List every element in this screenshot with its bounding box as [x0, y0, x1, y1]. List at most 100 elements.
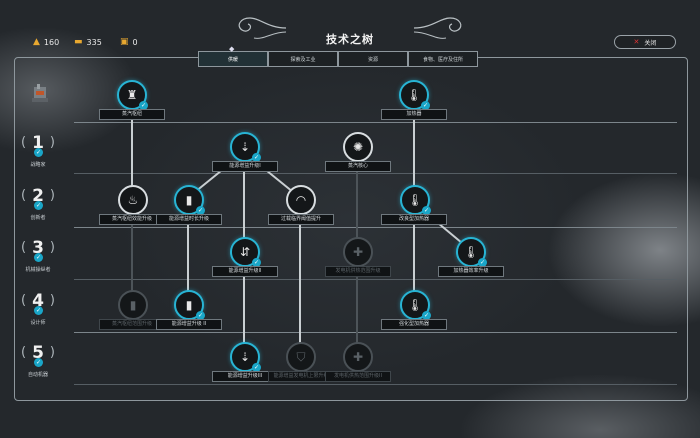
check-icon: ✓	[422, 206, 431, 215]
tech-label: 加热器	[381, 109, 447, 120]
thermometer-icon: 🌡	[406, 88, 422, 102]
tech-label: 发电机供热范围升级II	[325, 371, 391, 382]
tier-name: 自动机器	[27, 372, 48, 378]
tab-label: 资源	[367, 56, 378, 63]
tech-node-overload-threshold[interactable]: ◠	[286, 185, 316, 215]
tech-node-reinforced-heater[interactable]: 🌡 ✓	[400, 290, 431, 320]
tier-3: ( 3 ) ✓ 机械操纵者	[20, 238, 56, 273]
tech-label: 加热器效率升级	[438, 266, 504, 277]
title-plate: 技术之树	[262, 26, 438, 54]
tech-node-heat-boost-2[interactable]: ⇵ ✓	[230, 237, 261, 267]
heat-boost-icon: ⇣	[239, 140, 251, 154]
check-icon: ✓	[139, 101, 148, 110]
laurel-left-icon: (	[21, 293, 27, 308]
tab-pin-icon: ◆	[229, 45, 235, 53]
check-icon: ✓	[34, 253, 43, 262]
tech-label: 蒸汽核心	[325, 161, 391, 172]
laurel-right-icon: )	[49, 345, 55, 360]
tab-heating[interactable]: ◆ 供暖	[198, 45, 268, 67]
tier-number: 5	[32, 343, 44, 363]
check-icon: ✓	[252, 258, 261, 267]
check-icon: ✓	[34, 201, 43, 210]
heat-boost-icon: ⇣	[239, 350, 251, 364]
tech-node-heat-boost-1[interactable]: ⇣ ✓	[230, 132, 261, 162]
check-icon: ✓	[34, 358, 43, 367]
steam-hub-range-icon: ▮	[129, 298, 137, 312]
tier-divider	[74, 173, 677, 174]
tech-label: 过载临界阈值提升	[268, 214, 334, 225]
tech-label: 发电机供热范围升级	[325, 266, 391, 277]
tech-node-steam-core[interactable]: ✺	[343, 132, 373, 162]
tab-exploration-industry[interactable]: 探索及工业	[268, 51, 338, 67]
tab-label: 食物、医疗及住所	[422, 56, 463, 63]
tech-label: 能源增益时长升级	[156, 214, 222, 225]
tree-edge	[131, 222, 133, 292]
duration-icon: ▮	[185, 193, 193, 207]
left-ornament	[238, 17, 287, 39]
tech-label: 蒸汽枢纽	[99, 109, 165, 120]
tech-node-steam-hub[interactable]: ♜ ✓	[117, 80, 148, 110]
coal-value: 160	[43, 37, 60, 47]
shield-icon: ⛉	[296, 349, 306, 364]
steam-hub-upgrade-icon: ♨	[127, 193, 139, 207]
laurel-right-icon: )	[49, 188, 55, 203]
laurel-right-icon: )	[49, 135, 55, 150]
tech-label: 能源增益升级II	[212, 266, 278, 277]
tech-node-steam-hub-efficiency[interactable]: ♨	[118, 185, 148, 215]
wood-icon: ▬	[74, 37, 83, 47]
close-button[interactable]: ✕ 关闭	[614, 35, 676, 49]
tier-name: 机械操纵者	[25, 267, 51, 273]
wood-counter: ▬ 335	[74, 37, 102, 47]
heater-upgrade-icon: 🌡	[407, 193, 423, 207]
tech-node-heater[interactable]: 🌡 ✓	[399, 80, 430, 110]
tier-4: ( 4 ) ✓ 设计师	[20, 291, 56, 326]
wood-value: 335	[86, 37, 102, 47]
tier-1: ( 1 ) ✓ 战略家	[20, 133, 56, 168]
steam-hub-icon: ♜	[126, 88, 138, 102]
laurel-left-icon: (	[21, 135, 27, 150]
page-title: 技术之树	[326, 33, 374, 46]
check-icon: ✓	[421, 101, 430, 110]
check-icon: ✓	[478, 258, 487, 267]
duration-icon: ▮	[185, 298, 193, 312]
check-icon: ✓	[196, 311, 205, 320]
range-icon: ✚	[352, 350, 364, 364]
tech-node-improved-heater[interactable]: 🌡 ✓	[400, 185, 431, 215]
check-icon: ✓	[252, 153, 261, 162]
tab-label: 供暖	[227, 56, 238, 63]
tier-number: 3	[32, 238, 44, 258]
tab-label: 探索及工业	[290, 56, 316, 63]
steel-value: 0	[132, 37, 138, 47]
tech-node-steam-hub-range[interactable]: ▮	[118, 290, 148, 320]
tech-node-boost-duration-2[interactable]: ▮ ✓	[174, 290, 205, 320]
tech-node-generator-range[interactable]: ✚	[343, 237, 373, 267]
tree-edge	[299, 220, 301, 344]
laurel-left-icon: (	[21, 188, 27, 203]
tier-divider	[74, 279, 677, 280]
tech-node-boost-duration[interactable]: ▮ ✓	[174, 185, 205, 215]
tech-node-heat-boost-3[interactable]: ⇣ ✓	[230, 342, 261, 372]
heater-efficiency-icon: 🌡	[463, 245, 479, 259]
tier-number: 4	[32, 291, 44, 311]
right-ornament	[413, 17, 462, 39]
tech-node-heater-efficiency[interactable]: 🌡 ✓	[456, 237, 487, 267]
tech-label: 能源增益升级I	[212, 161, 278, 172]
generator-icon	[32, 84, 48, 102]
check-icon: ✓	[196, 206, 205, 215]
laurel-left-icon: (	[21, 240, 27, 255]
tech-node-generator-range-2[interactable]: ✚	[343, 342, 373, 372]
tech-label: 强化型加热器	[381, 319, 447, 330]
tab-food-medical-shelter[interactable]: 食物、医疗及住所	[408, 51, 478, 67]
tier-5: ( 5 ) ✓ 自动机器	[20, 343, 56, 378]
gauge-icon: ◠	[295, 193, 307, 207]
tab-resources[interactable]: 资源	[338, 51, 408, 67]
tech-node-generator-limit[interactable]: ⛉	[286, 342, 316, 372]
tier-number: 1	[32, 133, 44, 153]
coal-icon: ▲	[33, 37, 40, 47]
laurel-right-icon: )	[49, 293, 55, 308]
laurel-left-icon: (	[21, 345, 27, 360]
tier-name: 设计师	[30, 320, 46, 326]
tier-divider	[74, 227, 677, 228]
close-icon: ✕	[633, 38, 640, 46]
